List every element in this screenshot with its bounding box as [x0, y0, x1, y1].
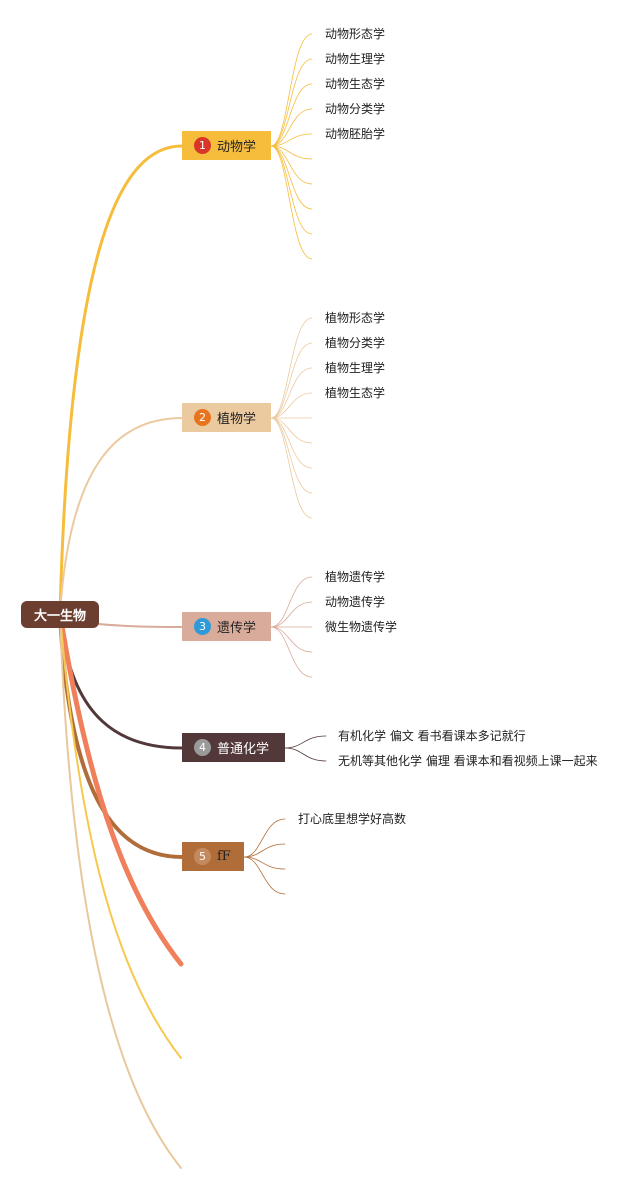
branch-label: 植物学 — [217, 412, 257, 427]
branch-label: 动物学 — [217, 140, 257, 155]
extra-connector — [59, 613, 182, 1059]
leaf-connector — [270, 392, 313, 419]
leaf-item[interactable]: 动物分类学 — [325, 102, 386, 116]
leaf-connector — [270, 108, 313, 147]
branch-label: 普通化学 — [217, 742, 270, 757]
branch-connector — [58, 612, 184, 750]
leaf-connector — [243, 843, 286, 858]
leaf-item[interactable]: 动物生理学 — [325, 52, 386, 66]
leaf-connector — [270, 417, 313, 494]
leaf-connector — [270, 145, 313, 210]
leaf-item[interactable]: 动物生态学 — [325, 77, 386, 91]
leaf-item[interactable]: 植物生态学 — [325, 386, 386, 400]
leaf-connector — [270, 145, 313, 235]
leaf-item[interactable]: 动物胚胎学 — [325, 127, 386, 141]
number-badge-icon: 3 — [194, 618, 211, 635]
leaf-connector — [270, 601, 313, 628]
number-badge-icon: 5 — [194, 848, 211, 865]
leaf-connector — [270, 33, 313, 147]
leaf-item[interactable]: 无机等其他化学 偏理 看课本和看视频上课一起来 — [338, 754, 598, 768]
leaf-connector — [270, 417, 313, 469]
leaf-item[interactable]: 动物形态学 — [325, 27, 386, 41]
leaf-connector — [270, 576, 313, 628]
leaf-item[interactable]: 动物遗传学 — [325, 595, 386, 609]
leaf-connector — [243, 818, 286, 858]
leaf-item[interactable]: 植物形态学 — [325, 311, 386, 325]
leaf-connector — [270, 83, 313, 147]
leaf-connector — [270, 317, 313, 419]
leaf-connector — [270, 417, 313, 519]
branch-node-chemistry[interactable]: 4 普通化学 — [182, 733, 285, 762]
leaf-connector — [270, 342, 313, 419]
leaf-connector — [270, 145, 313, 260]
branch-node-botany[interactable]: 2 植物学 — [182, 403, 271, 432]
number-badge-icon: 1 — [194, 137, 211, 154]
extra-connector — [59, 613, 182, 1169]
branch-label: fF — [217, 849, 231, 864]
number-badge-icon: 4 — [194, 739, 211, 756]
number-badge-icon: 2 — [194, 409, 211, 426]
leaf-item[interactable]: 植物分类学 — [325, 336, 386, 350]
leaf-item[interactable]: 植物生理学 — [325, 361, 386, 375]
leaf-item[interactable]: 微生物遗传学 — [325, 620, 398, 634]
branch-node-ff[interactable]: 5 fF — [182, 842, 244, 871]
branch-node-genetics[interactable]: 3 遗传学 — [182, 612, 271, 641]
leaf-connector — [270, 367, 313, 419]
leaf-connector — [243, 856, 286, 895]
leaf-connector — [270, 417, 313, 444]
root-label: 大一生物 — [33, 609, 86, 624]
branch-label: 遗传学 — [217, 621, 257, 636]
leaf-connector — [270, 626, 313, 678]
root-node[interactable]: 大一生物 — [21, 601, 99, 628]
branch-node-zoology[interactable]: 1 动物学 — [182, 131, 271, 160]
leaf-connector — [270, 133, 313, 147]
leaf-connector — [270, 58, 313, 147]
leaf-item[interactable]: 植物遗传学 — [325, 570, 386, 584]
branch-connector — [58, 144, 184, 616]
leaf-connector — [284, 735, 327, 749]
branch-connector — [59, 417, 183, 615]
leaf-item[interactable]: 打心底里想学好高数 — [298, 812, 407, 826]
extra-connector — [57, 611, 184, 967]
leaf-connector — [284, 747, 327, 762]
leaf-connector — [270, 626, 313, 653]
leaf-item[interactable]: 有机化学 偏文 看书看课本多记就行 — [338, 729, 526, 743]
